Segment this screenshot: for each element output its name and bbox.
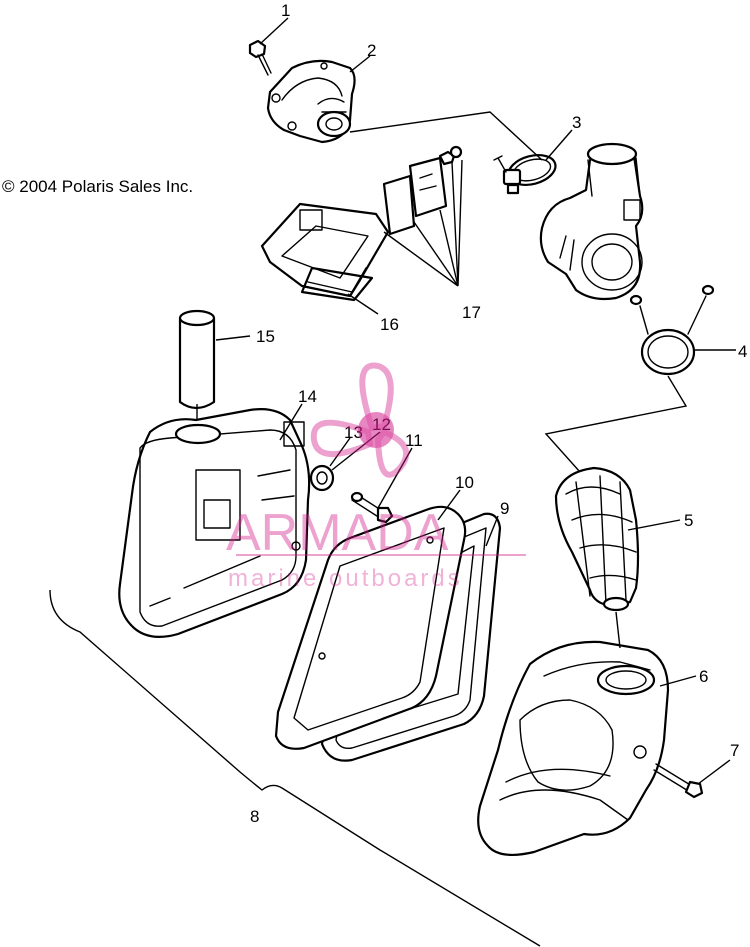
part-11-bolt — [350, 491, 394, 524]
part-10-frame — [274, 505, 467, 750]
part-2-housing — [266, 59, 356, 144]
watermark-logo: ARMADA marine outboards — [226, 362, 526, 592]
part-7-screw — [653, 763, 704, 799]
part-4-gasket — [629, 284, 715, 376]
propeller-icon — [310, 362, 410, 478]
callout-2: 2 — [367, 41, 376, 60]
part-16-plate — [260, 202, 390, 302]
part-6-airbox-lower — [477, 640, 670, 857]
callout-6: 6 — [699, 667, 708, 686]
part-intake-boot — [539, 142, 644, 301]
callout-1: 1 — [281, 1, 290, 20]
part-5-screen — [554, 466, 640, 612]
callout-4: 4 — [738, 342, 747, 361]
part-15-tube — [178, 309, 216, 410]
callout-14: 14 — [298, 387, 317, 406]
callout-11: 11 — [405, 431, 423, 450]
callout-9: 9 — [500, 499, 509, 518]
group-8-bracket — [49, 589, 541, 947]
callout-5: 5 — [684, 511, 693, 530]
part-14-airbox-upper — [118, 408, 311, 639]
callout-8: 8 — [250, 807, 259, 826]
copyright-text: © 2004 Polaris Sales Inc. — [2, 177, 193, 196]
part-1-screw — [248, 39, 272, 76]
watermark-brand: ARMADA — [226, 504, 449, 562]
callout-7: 7 — [730, 741, 739, 760]
callout-16: 16 — [380, 315, 399, 334]
part-17-reeds — [382, 145, 463, 236]
part-12-grommet — [309, 464, 335, 492]
watermark-tagline: marine outboards — [228, 565, 463, 592]
callout-3: 3 — [572, 113, 581, 132]
callout-17: 17 — [462, 303, 481, 322]
callout-labels: 1 2 3 4 5 6 7 8 9 10 11 12 13 14 15 16 1… — [250, 1, 747, 826]
callout-10: 10 — [455, 473, 474, 492]
part-3-clamp — [493, 154, 557, 195]
callout-15: 15 — [256, 327, 275, 346]
assembly-lines — [196, 111, 688, 649]
